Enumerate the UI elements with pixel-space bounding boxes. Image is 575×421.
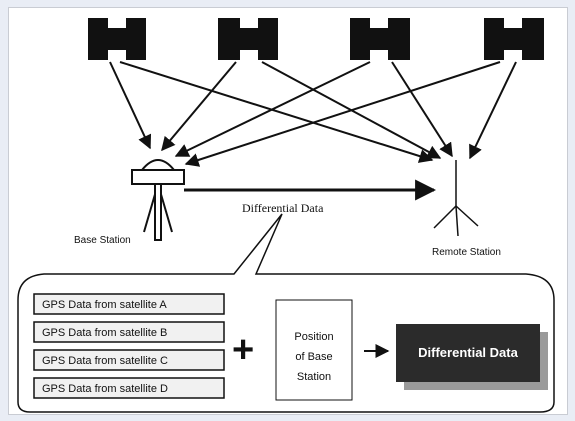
result-box-label: Differential Data [418, 345, 518, 360]
gps-row-a: GPS Data from satellite A [42, 299, 167, 311]
gps-data-rows: GPS Data from satellite A GPS Data from … [33, 293, 225, 399]
result-box [396, 324, 540, 382]
base-station-label: Base Station [74, 235, 131, 246]
satellite-1-icon [88, 18, 146, 60]
base-station-icon [131, 159, 185, 241]
position-box-line-2: of Base [295, 351, 332, 363]
position-box-line-1: Position [294, 331, 333, 343]
remote-station-label: Remote Station [432, 247, 501, 258]
satellite-2-icon [218, 18, 278, 60]
signal-arrows-to-remote [119, 61, 517, 163]
plus-sign: + [232, 329, 254, 371]
position-box-line-3: Station [297, 371, 331, 383]
gps-row-b: GPS Data from satellite B [42, 327, 167, 339]
remote-station-icon [433, 160, 479, 237]
differential-link-label: Differential Data [242, 201, 324, 215]
gps-row-d: GPS Data from satellite D [42, 383, 168, 395]
position-box [275, 299, 353, 401]
satellite-4-icon [484, 18, 544, 60]
satellite-3-icon [350, 18, 410, 60]
signal-arrows-to-base [109, 61, 501, 167]
gps-row-c: GPS Data from satellite C [42, 355, 168, 367]
